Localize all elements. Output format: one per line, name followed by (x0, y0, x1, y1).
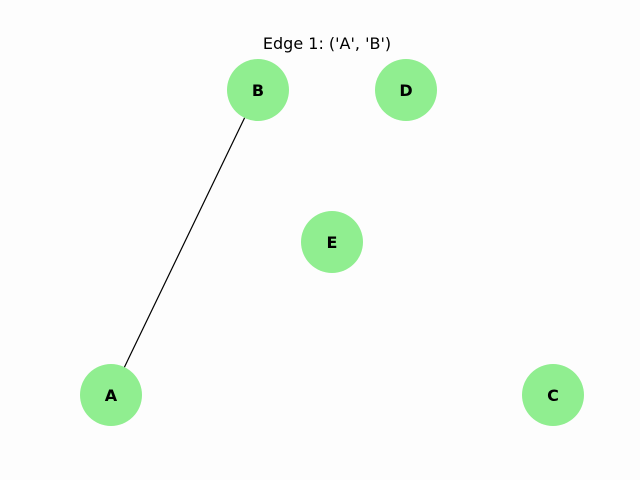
node-label: A (105, 386, 118, 405)
edges-layer (110, 89, 259, 396)
node-label: C (547, 386, 559, 405)
node-label: B (252, 81, 264, 100)
node-b: B (227, 59, 289, 121)
node-c: C (522, 364, 584, 426)
node-label: E (327, 233, 338, 252)
node-d: D (375, 59, 437, 121)
node-a: A (80, 364, 142, 426)
node-circle (375, 59, 437, 121)
node-label: D (399, 81, 412, 100)
node-circle (227, 59, 289, 121)
node-circle (522, 364, 584, 426)
diagram-title: Edge 1: ('A', 'B') (263, 34, 391, 53)
node-circle (80, 364, 142, 426)
node-e: E (301, 211, 363, 273)
nodes-layer: A B C D E (80, 59, 584, 426)
node-circle (301, 211, 363, 273)
edge-a-b (110, 89, 259, 396)
